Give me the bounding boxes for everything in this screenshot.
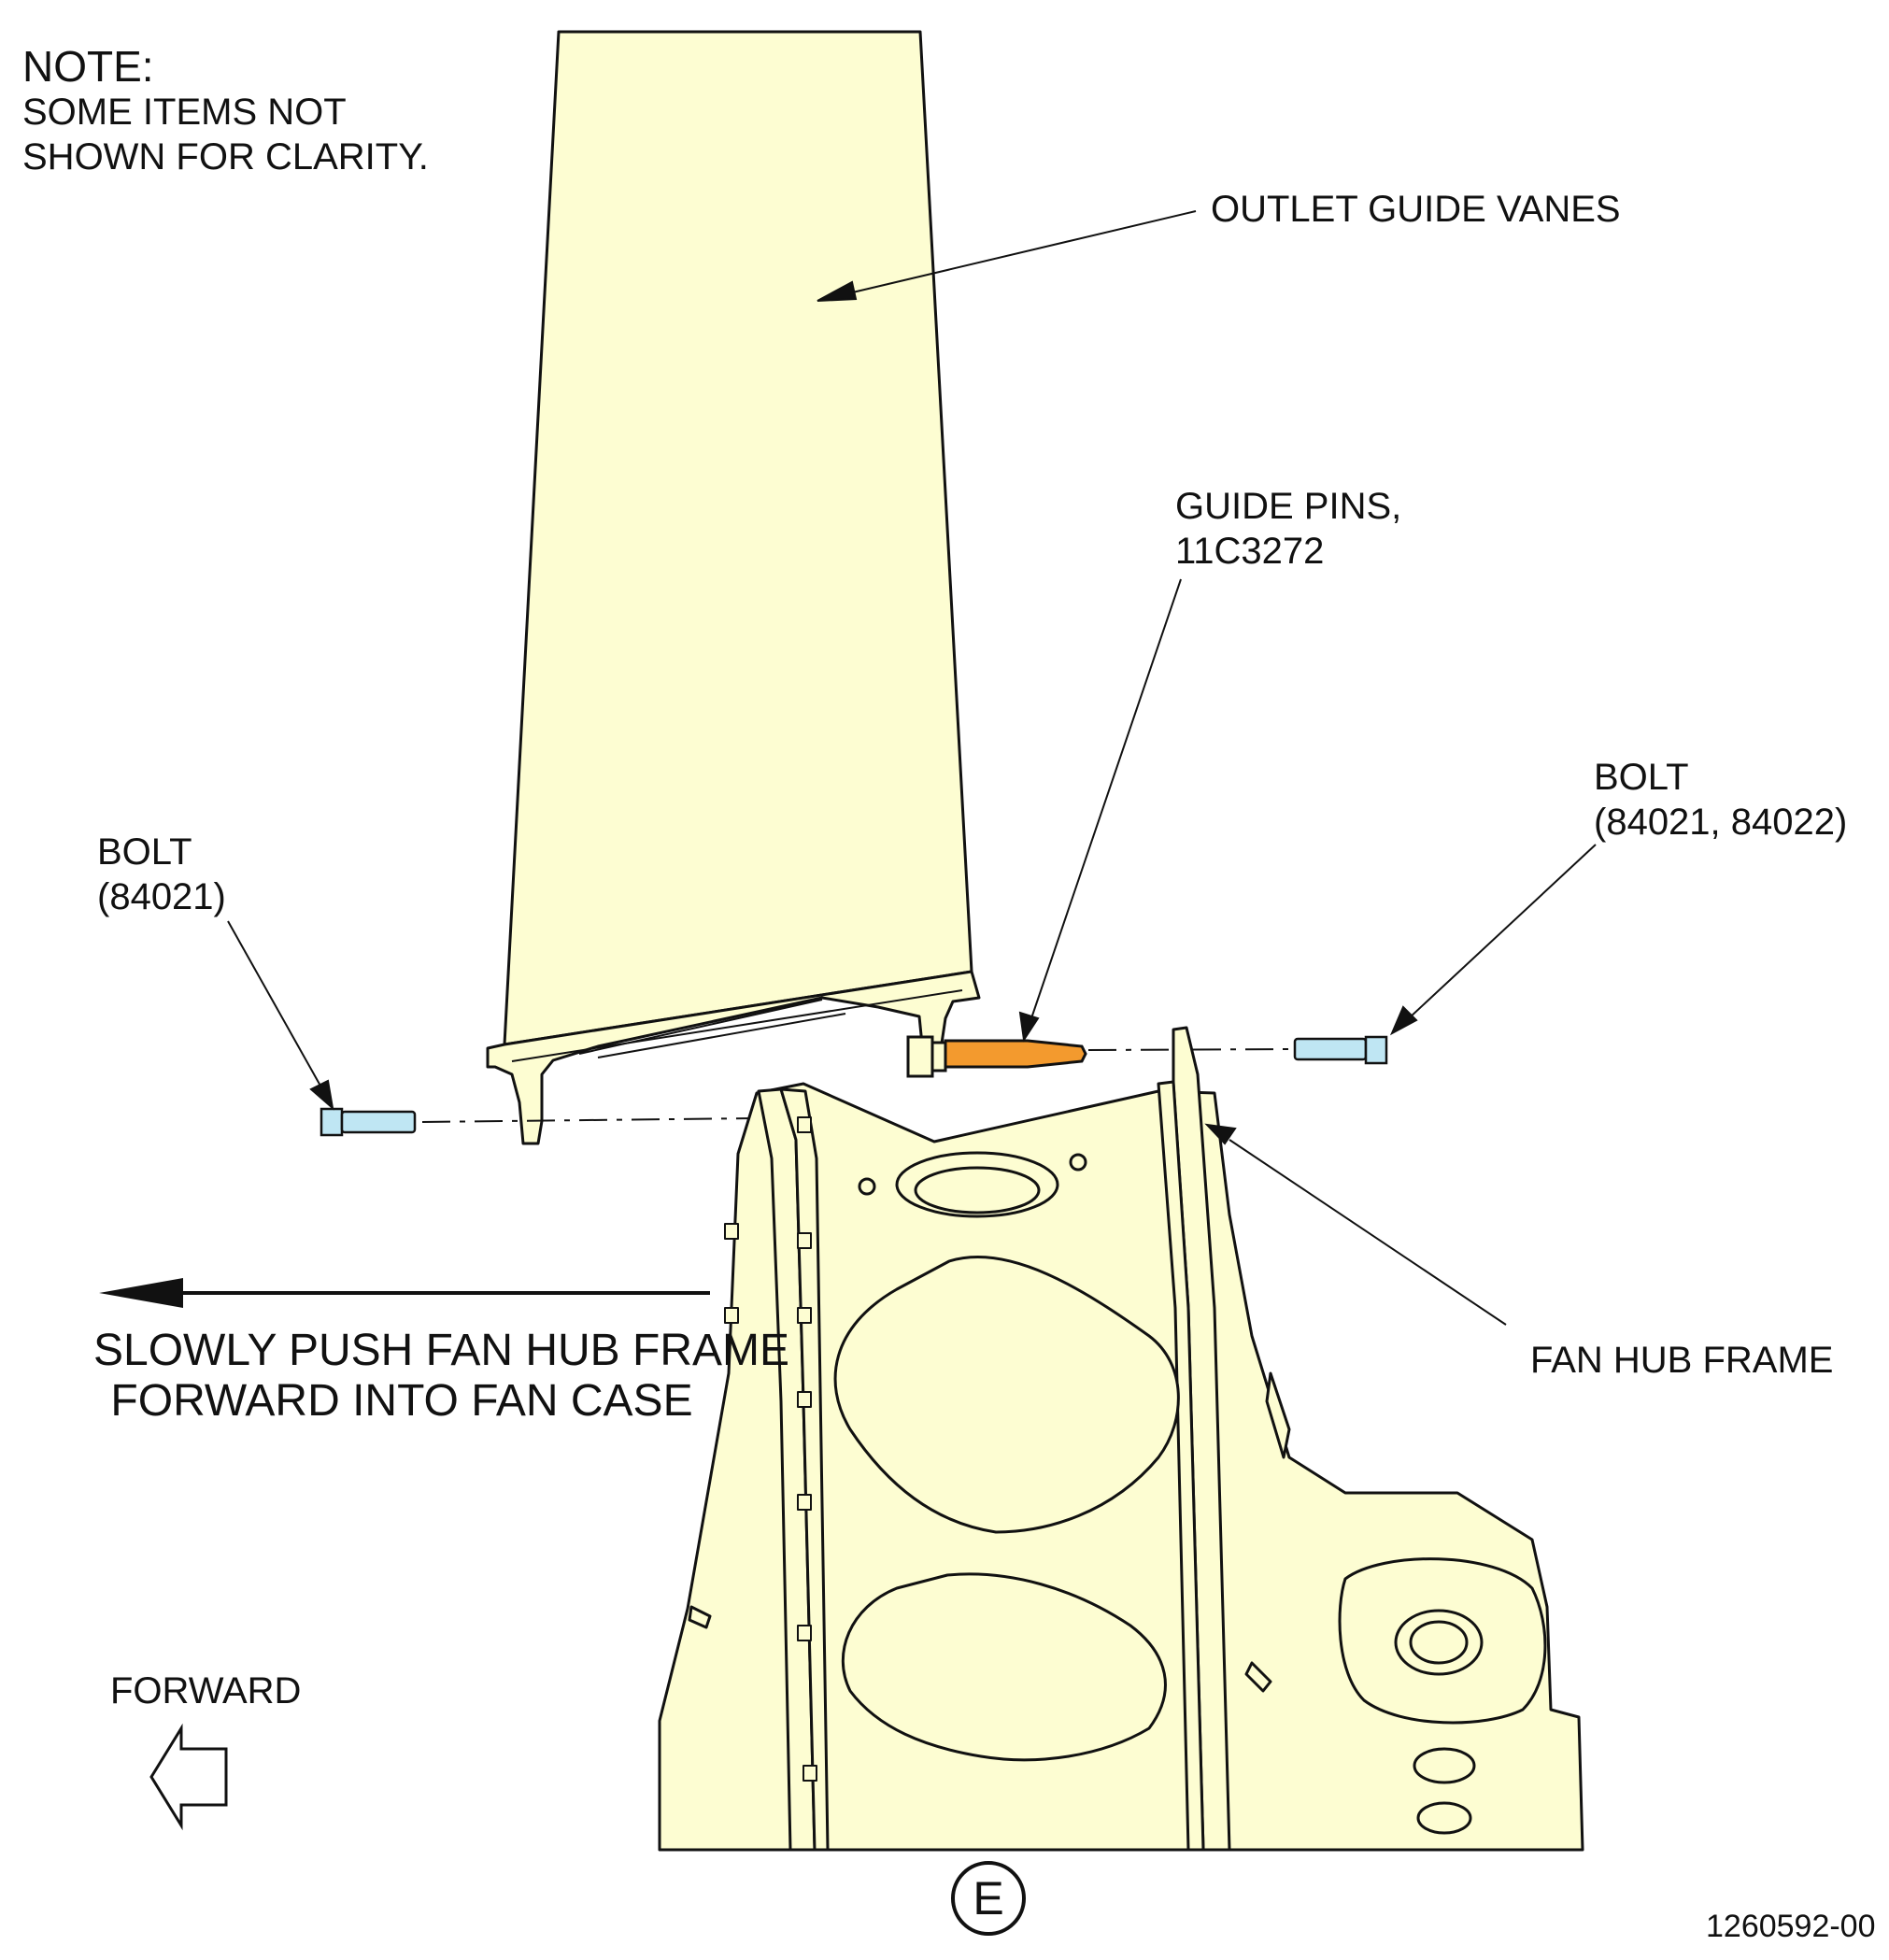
forward-arrow-icon — [149, 1723, 228, 1831]
callout-bolt-right-line-1: BOLT — [1594, 757, 1689, 798]
forward-label: FORWARD — [110, 1670, 302, 1711]
vane-rib-lower — [597, 1013, 846, 1058]
callout-guide-pins-line-2: 11C3272 — [1175, 531, 1325, 572]
guide-pin — [906, 1035, 1087, 1078]
strut-opening-upper — [833, 1256, 1180, 1534]
callout-bolt-left-line-2: (84021) — [97, 876, 226, 917]
alignment-centerlines — [421, 1048, 1292, 1123]
instruction-line-2: FORWARD INTO FAN CASE — [110, 1376, 693, 1426]
instruction-line-1: SLOWLY PUSH FAN HUB FRAME — [93, 1326, 790, 1375]
push-direction-arrow — [99, 1278, 710, 1308]
note-line-1: SOME ITEMS NOT — [22, 92, 347, 133]
guide-pin-shaft — [944, 1039, 1087, 1069]
callout-outlet-guide-vanes: OUTLET GUIDE VANES — [1211, 189, 1621, 230]
guide-pin-flange — [906, 1035, 934, 1078]
fan-hub-frame — [658, 1026, 1584, 1852]
note-heading: NOTE: — [22, 42, 154, 91]
vane-airfoil — [503, 30, 973, 1046]
callout-bolt-right-line-2: (84021, 84022) — [1594, 802, 1848, 843]
callout-bolt-left-line-1: BOLT — [97, 831, 192, 873]
vane-rib — [578, 999, 823, 1055]
strut-opening-middle — [841, 1572, 1167, 1762]
drawing-number: 1260592-00 — [1706, 1909, 1876, 1944]
flange-bolt-heads — [724, 1116, 817, 1782]
outlet-guide-vane — [486, 30, 981, 1145]
view-reference-letter: E — [973, 1872, 1004, 1924]
view-reference-circle: E — [951, 1861, 1026, 1936]
note-line-2: SHOWN FOR CLARITY. — [22, 136, 429, 178]
callout-fan-hub-frame: FAN HUB FRAME — [1530, 1340, 1834, 1381]
vane-platform — [486, 970, 981, 1145]
vane-platform-edge — [511, 989, 963, 1062]
bolt-left — [320, 1107, 417, 1137]
leader-lines — [227, 210, 1597, 1326]
callout-guide-pins-line-1: GUIDE PINS, — [1175, 486, 1402, 527]
bolt-right — [1293, 1035, 1388, 1065]
